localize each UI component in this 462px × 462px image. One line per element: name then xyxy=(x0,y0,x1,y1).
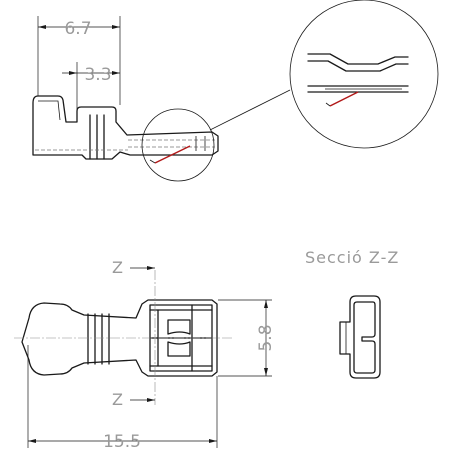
section-title: Secció Z-Z xyxy=(305,248,399,267)
section-view xyxy=(339,295,381,379)
side-view xyxy=(32,95,219,182)
dimension-width xyxy=(218,299,272,377)
section-marker-bottom-label: Z xyxy=(112,390,123,409)
magnified-detail xyxy=(289,0,439,149)
dimension-overall-height xyxy=(37,16,121,105)
dimension-crimp-height xyxy=(62,62,120,120)
section-marker-top xyxy=(130,266,155,270)
top-view xyxy=(14,270,232,405)
dim-label-15-5: 15.5 xyxy=(103,432,141,452)
section-marker-top-label: Z xyxy=(112,258,123,277)
dimension-overall-length xyxy=(27,345,218,448)
section-marker-bottom xyxy=(130,398,155,402)
dim-label-3-3: 3.3 xyxy=(84,65,111,85)
dim-label-6-7: 6.7 xyxy=(64,19,91,39)
dim-label-5-8: 5.8 xyxy=(256,324,276,351)
detail-circle-small xyxy=(141,108,215,182)
